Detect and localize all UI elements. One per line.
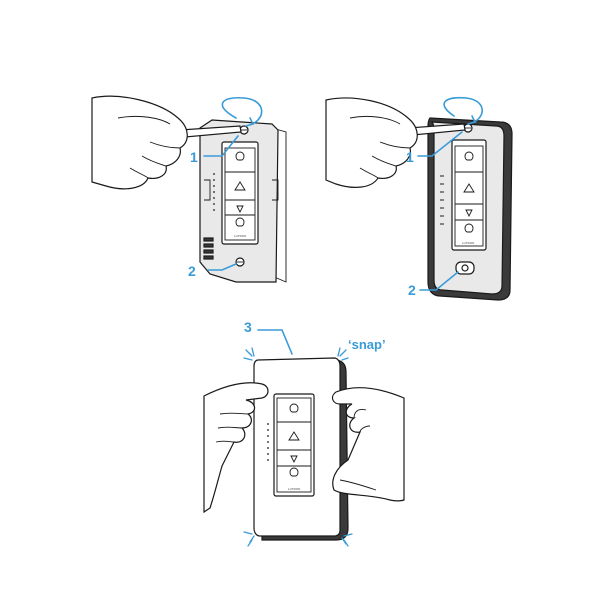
lower-icon-2 bbox=[465, 209, 473, 218]
on-button-icon-3 bbox=[289, 403, 299, 413]
raise-icon bbox=[234, 181, 246, 191]
lower-icon bbox=[236, 205, 244, 214]
on-button-icon-2 bbox=[464, 151, 474, 161]
off-button-icon-2 bbox=[464, 223, 474, 233]
brand-label-3: LUTRON bbox=[288, 487, 300, 491]
left-hand-icon bbox=[203, 382, 269, 514]
panel-faceplate-snap: LUTRON bbox=[203, 329, 405, 547]
panel-adapter-plate: LUTRON bbox=[91, 95, 287, 283]
raise-icon-3 bbox=[288, 431, 300, 441]
dimmer-control-2 bbox=[451, 139, 487, 251]
step-1-callout: 1 bbox=[190, 149, 198, 165]
raise-icon-2 bbox=[463, 183, 475, 193]
off-button-icon-3 bbox=[289, 467, 299, 477]
panel-wall-plate: LUTRON bbox=[325, 96, 513, 301]
step-2-callout: 2 bbox=[188, 263, 196, 279]
plate-vents bbox=[203, 237, 214, 260]
snap-sparkle-icon bbox=[243, 347, 353, 547]
step-1-callout-2: 1 bbox=[406, 149, 414, 165]
snap-label: ‘snap’ bbox=[348, 337, 386, 352]
step-2-callout-2: 2 bbox=[408, 282, 416, 298]
step-3-callout: 3 bbox=[244, 319, 252, 335]
on-button-icon bbox=[235, 151, 245, 161]
rotate-arrow-icon bbox=[221, 96, 263, 125]
brand-label-2: LUTRON bbox=[462, 241, 474, 245]
dimmer-control-3 bbox=[273, 393, 315, 497]
brand-label: LUTRON bbox=[234, 234, 246, 238]
right-hand-icon bbox=[331, 387, 405, 502]
hand-screwdriver-icon bbox=[91, 95, 188, 190]
lower-icon-3 bbox=[290, 455, 298, 464]
rotate-arrow-icon-2 bbox=[443, 96, 483, 123]
dimmer-control bbox=[221, 141, 259, 245]
off-button-icon bbox=[235, 217, 245, 227]
